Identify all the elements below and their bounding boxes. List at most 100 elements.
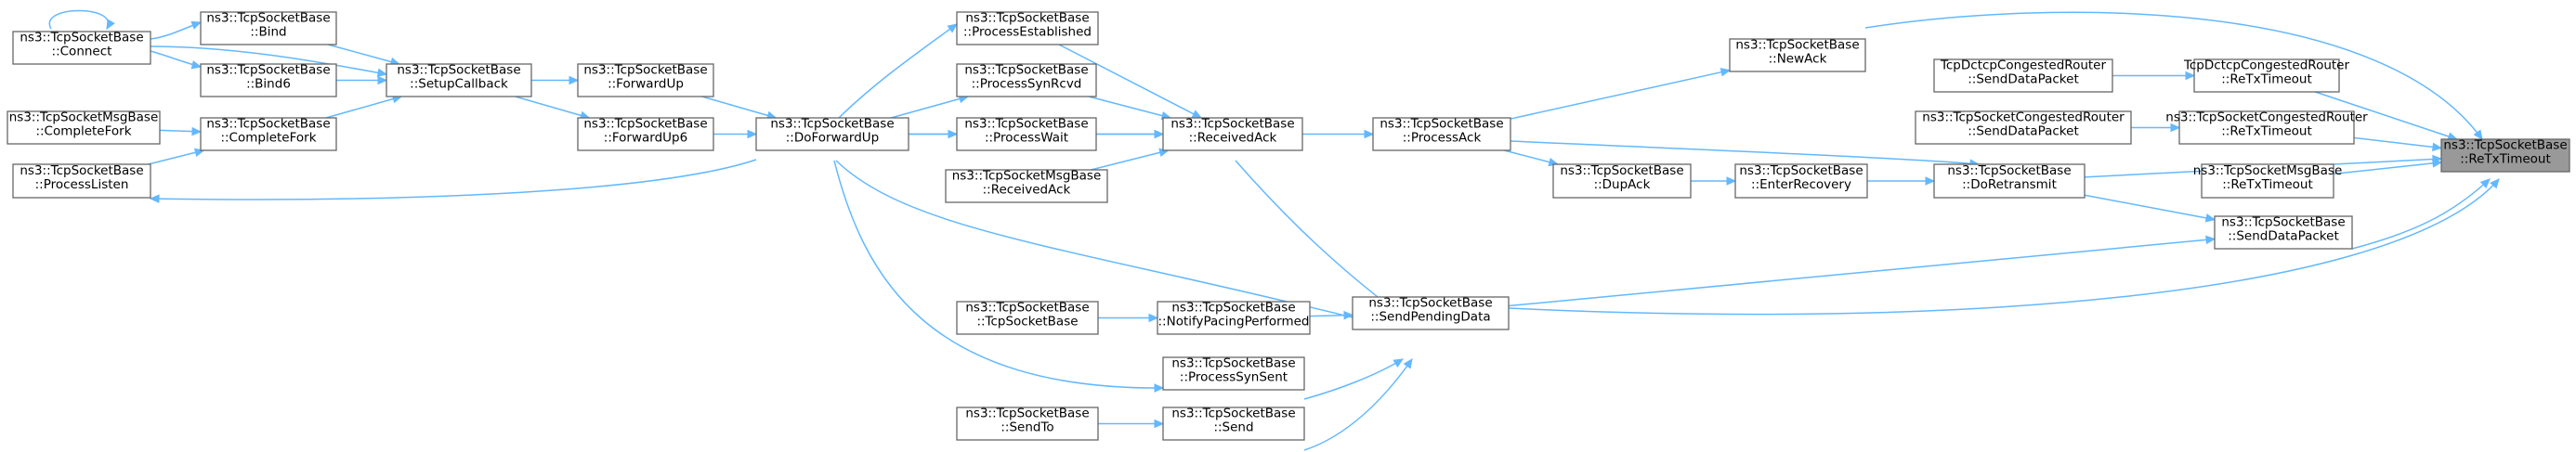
node-connect[interactable]: ns3::TcpSocketBase::Connect [12, 31, 151, 65]
node-box [1915, 110, 2132, 145]
edge-arrowhead [191, 126, 203, 136]
edge-arrowhead [1726, 176, 1737, 186]
node-msg_recvack[interactable]: ns3::TcpSocketMsgBase::ReceivedAck [945, 169, 1108, 203]
node-box [1734, 163, 1868, 199]
node-method-label: ::EnterRecovery [1751, 177, 1851, 192]
node-box [1552, 163, 1692, 199]
node-class-label: ns3::TcpSocketBase [2221, 215, 2345, 230]
node-sendpending[interactable]: ns3::TcpSocketBase::SendPendingData [1352, 296, 1510, 330]
node-dctcp_send[interactable]: TcpDctcpCongestedRouter::SendDataPacket [1933, 58, 2113, 93]
node-method-label: ::ForwardUp6 [604, 131, 687, 146]
node-method-label: ::SendPendingData [1370, 310, 1490, 325]
node-method-label: ::ReTxTimeout [2222, 177, 2313, 192]
node-box [200, 63, 337, 97]
node-method-label: ::SendDataPacket [1968, 124, 2079, 139]
node-method-label: ::DoRetransmit [1962, 177, 2057, 192]
node-enterrec[interactable]: ns3::TcpSocketBase::EnterRecovery [1734, 163, 1868, 199]
node-cong_send[interactable]: ns3::TcpSocketCongestedRouter::SendDataP… [1915, 110, 2132, 145]
node-box [956, 117, 1097, 151]
edge-arrowhead [1154, 419, 1165, 429]
edge-line [2353, 136, 2442, 149]
node-retx[interactable]: ns3::TcpSocketBase::ReTxTimeout [2440, 138, 2570, 173]
node-msg_retx[interactable]: ns3::TcpSocketMsgBase::ReTxTimeout [2193, 163, 2343, 199]
edge-procack-to-newack [1510, 68, 1732, 120]
edge-arrowhead [2490, 178, 2500, 189]
node-dctcp_retx[interactable]: TcpDctcpCongestedRouter::ReTxTimeout [2183, 58, 2350, 93]
edge-arrowhead [2473, 129, 2483, 140]
edge-msg_completefork-to-completefork [159, 126, 203, 136]
node-senddata[interactable]: ns3::TcpSocketBase::SendDataPacket [2214, 215, 2353, 250]
node-method-label: ::ProcessSynSent [1180, 370, 1288, 385]
node-box [1352, 296, 1510, 330]
node-doretx[interactable]: ns3::TcpSocketBase::DoRetransmit [1933, 163, 2086, 199]
edge-line [833, 160, 1164, 389]
node-box [755, 117, 909, 151]
node-box [945, 169, 1108, 203]
edge-procack-to-dupack [1504, 149, 1560, 167]
node-method-label: ::ForwardUp [608, 77, 684, 92]
node-method-label: ::ProcessEstablished [963, 25, 1092, 40]
edge-line [150, 159, 757, 200]
edge-forwardup-to-doforward [701, 96, 778, 120]
edge-procsynrcvd-to-recvack [1088, 96, 1172, 121]
edge-cong_send-to-cong_retx [2131, 123, 2181, 133]
edge-arrowhead [1393, 358, 1405, 368]
edge-doforward-to-proclisten [149, 159, 757, 203]
node-setupcb[interactable]: ns3::TcpSocketBase::SetupCallback [386, 63, 532, 97]
node-proclisten[interactable]: ns3::TcpSocketBase::ProcessListen [12, 163, 151, 199]
edge-arrowhead [2432, 154, 2443, 164]
node-dupack[interactable]: ns3::TcpSocketBase::DupAck [1552, 163, 1692, 199]
node-method-label: ::ProcessAck [1403, 131, 1482, 146]
node-forwardup[interactable]: ns3::TcpSocketBase::ForwardUp [577, 63, 714, 97]
node-box [956, 63, 1097, 97]
node-class-label: ns3::TcpSocketCongestedRouter [2165, 110, 2368, 125]
edge-arrowhead [948, 129, 959, 139]
node-class-label: ns3::TcpSocketBase [1380, 117, 1503, 132]
node-forwardup6[interactable]: ns3::TcpSocketBase::ForwardUp6 [577, 117, 714, 151]
node-notifypacing[interactable]: ns3::TcpSocketBase::NotifyPacingPerforme… [1157, 301, 1311, 335]
node-recvack[interactable]: ns3::TcpSocketBase::ReceivedAck [1162, 117, 1303, 151]
node-procsynsent[interactable]: ns3::TcpSocketBase::ProcessSynSent [1162, 356, 1305, 391]
node-procack[interactable]: ns3::TcpSocketBase::ProcessAck [1372, 117, 1511, 151]
node-class-label: ns3::TcpSocketBase [965, 407, 1089, 421]
node-sendto[interactable]: ns3::TcpSocketBase::SendTo [956, 407, 1099, 441]
node-class-label: ns3::TcpSocketBase [1171, 356, 1295, 371]
node-send[interactable]: ns3::TcpSocketBase::Send [1162, 407, 1305, 441]
node-method-label: ::SetupCallback [410, 77, 508, 92]
node-method-label: ::Bind6 [246, 77, 291, 92]
edge-proclisten-to-completefork [148, 148, 205, 165]
node-procsynrcvd[interactable]: ns3::TcpSocketBase::ProcessSynRcvd [956, 63, 1097, 97]
edge-line [1303, 358, 1404, 400]
edge-arrowhead [1925, 176, 1936, 186]
node-box [1372, 117, 1511, 151]
node-newack[interactable]: ns3::TcpSocketBase::NewAck [1729, 38, 1866, 72]
node-bind6[interactable]: ns3::TcpSocketBase::Bind6 [200, 63, 337, 97]
node-method-label: ::TcpSocketBase [976, 315, 1078, 329]
edge-notifypacing-to-sendpending [1309, 310, 1354, 320]
node-ctor[interactable]: ns3::TcpSocketBase::TcpSocketBase [956, 301, 1099, 335]
node-class-label: ns3::TcpSocketBase [964, 117, 1088, 132]
edge-arrowhead [747, 129, 758, 139]
node-cong_retx[interactable]: ns3::TcpSocketCongestedRouter::ReTxTimeo… [2165, 110, 2368, 145]
edge-line [1058, 44, 1202, 119]
edge-msg_recvack-to-recvack [1091, 148, 1170, 171]
node-msg_completefork[interactable]: ns3::TcpSocketMsgBase::CompleteFork [7, 110, 161, 145]
node-box [1162, 356, 1305, 391]
edge-line [325, 96, 402, 119]
edge-setupcb-to-forwardup [531, 75, 580, 85]
node-class-label: ns3::TcpSocketBase [1171, 407, 1295, 421]
node-procest[interactable]: ns3::TcpSocketBase::ProcessEstablished [956, 11, 1099, 45]
edge-cong_retx-to-retx [2353, 136, 2443, 152]
edge-line [1091, 149, 1169, 171]
edge-setupcb-to-forwardup6 [515, 96, 591, 120]
node-class-label: ns3::TcpSocketBase [770, 117, 894, 132]
edge-arrowhead [1154, 383, 1165, 393]
node-procwait[interactable]: ns3::TcpSocketBase::ProcessWait [956, 117, 1097, 151]
node-bind[interactable]: ns3::TcpSocketBase::Bind [200, 11, 337, 45]
node-method-label: ::SendDataPacket [2228, 229, 2339, 244]
edge-dctcp_send-to-dctcp_retx [2112, 71, 2196, 81]
node-doforward[interactable]: ns3::TcpSocketBase::DoForwardUp [755, 117, 909, 151]
node-completefork[interactable]: ns3::TcpSocketBase::CompleteFork [200, 117, 337, 151]
edge-arrowhead [190, 60, 203, 70]
edge-bind-to-setupcb [327, 44, 401, 67]
